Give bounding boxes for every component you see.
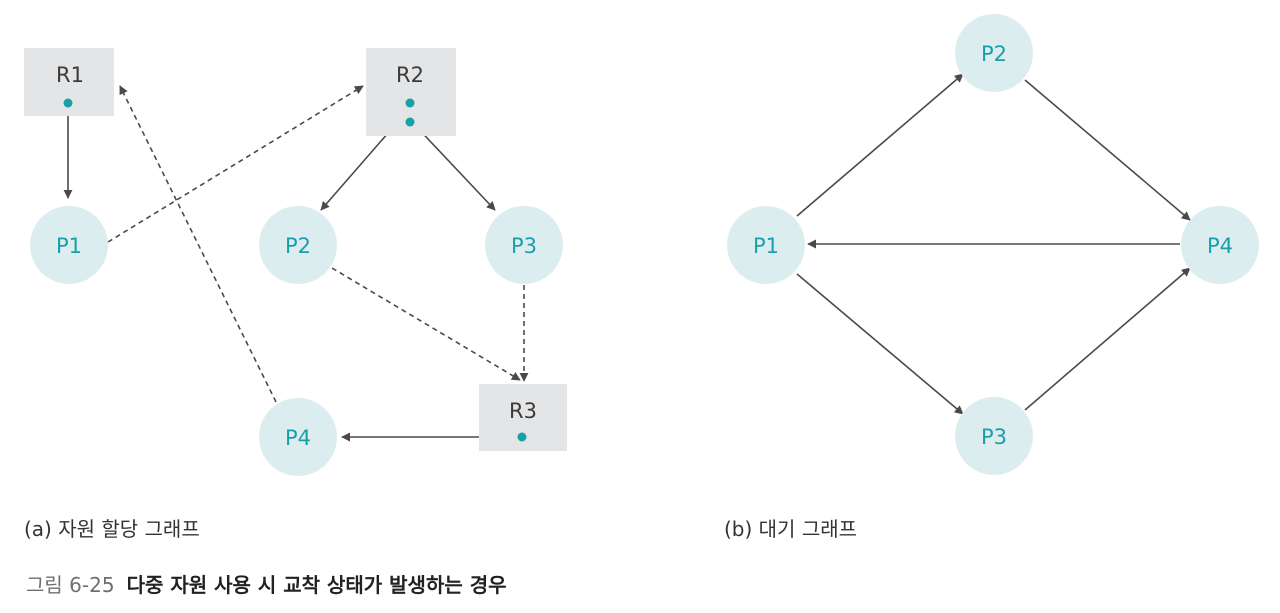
resource-allocation-graph: R1 R2 R3 P1 P2 P3 P4 [24,48,567,476]
caption-b: (b) 대기 그래프 [724,517,858,541]
resource-r3-label: R3 [509,399,537,423]
figure-caption: 그림 6-25 다중 자원 사용 시 교착 상태가 발생하는 경우 [26,569,507,598]
figure-number: 그림 6-25 [26,573,115,597]
edge-b-p3-p4 [1024,267,1191,411]
caption-a: (a) 자원 할당 그래프 [24,517,200,541]
resource-r2-label: R2 [396,63,424,87]
edge-b-p1-p3 [796,273,964,415]
edge-r2-p3 [411,121,496,211]
wait-process-p4-label: P4 [1207,234,1233,258]
process-p2: P2 [259,206,337,284]
resource-r1-label: R1 [56,63,84,87]
edge-b-p2-p4 [1024,79,1191,221]
wait-process-p3: P3 [955,397,1033,475]
edge-p2-r3 [331,267,521,381]
edge-p1-r2 [107,85,364,243]
figure-title: 다중 자원 사용 시 교착 상태가 발생하는 경우 [126,573,507,597]
wait-process-p1: P1 [727,206,805,284]
process-p4: P4 [259,398,337,476]
wait-process-p3-label: P3 [981,425,1007,449]
resource-r2: R2 [366,48,456,136]
process-p3: P3 [485,206,563,284]
resource-r1: R1 [24,48,114,116]
edge-b-p1-p2 [796,73,964,217]
process-p1-label: P1 [56,234,82,258]
process-p1: P1 [30,206,108,284]
edge-p4-r1 [119,85,277,403]
wait-process-p4: P4 [1181,206,1259,284]
process-p3-label: P3 [511,234,537,258]
resource-r3: R3 [479,384,567,451]
wait-process-p2-label: P2 [981,42,1007,66]
wait-process-p2: P2 [955,14,1033,92]
process-p4-label: P4 [285,426,311,450]
wait-process-p1-label: P1 [753,234,779,258]
process-p2-label: P2 [285,234,311,258]
wait-for-graph: P1 P2 P3 P4 [727,14,1259,475]
